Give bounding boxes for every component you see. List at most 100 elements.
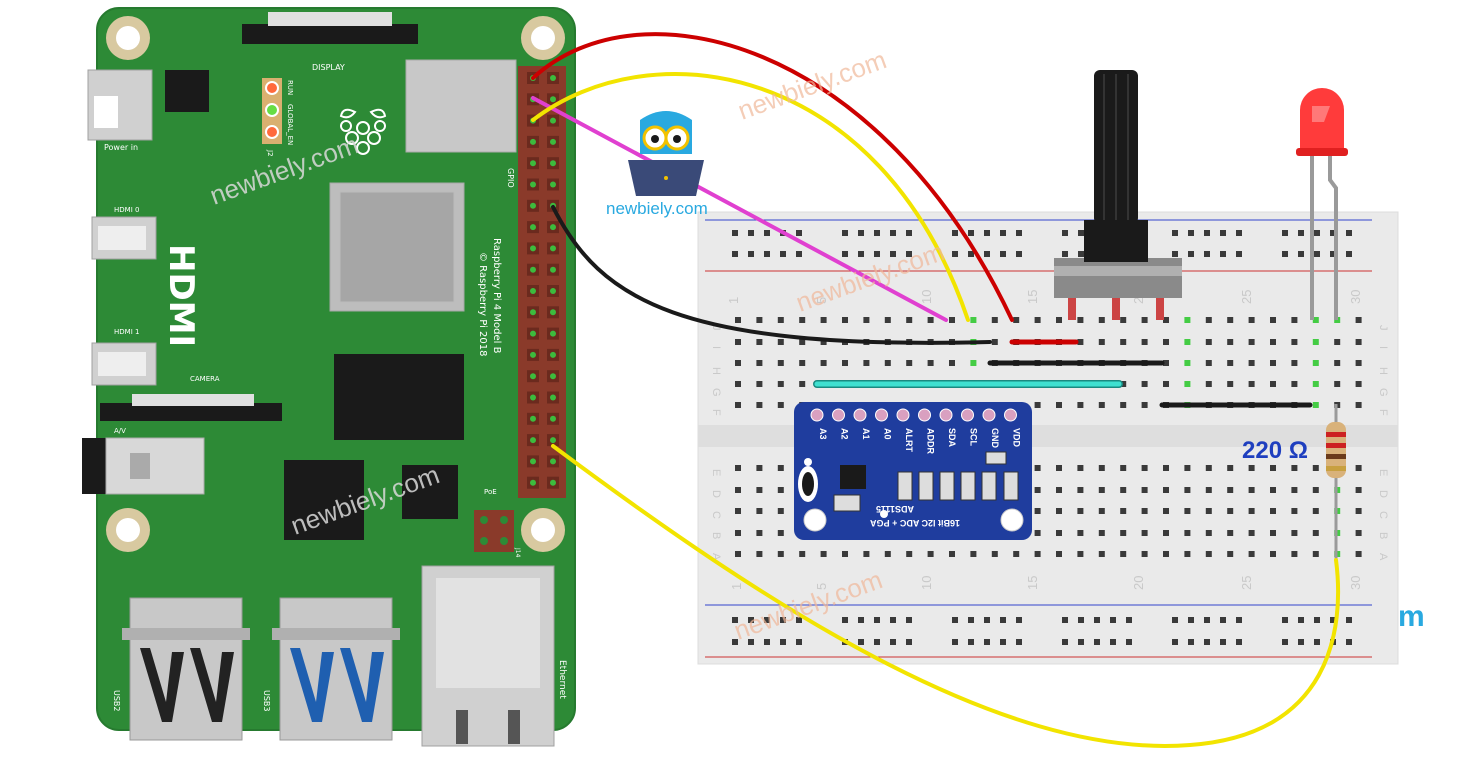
breadboard-hole (1184, 487, 1191, 493)
breadboard-hole (884, 317, 891, 323)
bb-row-i-right: I (1377, 346, 1389, 349)
red-led (1296, 88, 1348, 320)
breadboard-hole (927, 551, 934, 557)
breadboard-hole (991, 339, 998, 345)
breadboard-hole (863, 317, 870, 323)
bb-row-g-left: G (710, 388, 722, 397)
bb-top-num-1: 1 (726, 297, 741, 304)
breadboard-hole (1220, 230, 1226, 236)
breadboard-hole (1334, 381, 1341, 387)
breadboard-hole (1094, 617, 1100, 623)
breadboard-hole (1227, 487, 1234, 493)
black-wire (551, 205, 992, 345)
gpio-pin-dot (550, 394, 556, 401)
silk-av: A/V (114, 427, 126, 435)
gpio-pin-dot (530, 437, 536, 444)
breadboard-hole (1346, 617, 1352, 623)
breadboard-hole (1204, 617, 1210, 623)
breadboard-hole (1016, 639, 1022, 645)
breadboard-hole (777, 381, 784, 387)
breadboard-hole (1098, 530, 1105, 536)
breadboard-hole (1346, 639, 1352, 645)
breadboard-hole (1355, 402, 1362, 408)
ram-chip (334, 354, 464, 440)
breadboard-hole (1248, 508, 1255, 514)
breadboard-hole (1141, 487, 1148, 493)
breadboard-hole (764, 639, 770, 645)
adc-pin-hole (918, 408, 931, 422)
breadboard-hole (984, 251, 990, 257)
breadboard-hole (1227, 381, 1234, 387)
breadboard-hole (1184, 551, 1191, 557)
gpio-pin-dot (550, 479, 556, 486)
gpio-pin-dot (530, 224, 536, 231)
adc-pin-hole (853, 408, 867, 422)
breadboard-hole (1248, 551, 1255, 557)
silk-hdmi0: HDMI 0 (114, 206, 139, 214)
breadboard-hole (991, 551, 998, 557)
breadboard-hole (984, 617, 990, 623)
breadboard-hole (735, 508, 741, 514)
bb-row-j-left: J (710, 325, 722, 331)
poe-header (474, 510, 514, 552)
gpio-pin-dot (530, 479, 536, 486)
breadboard-hole (1078, 251, 1084, 257)
breadboard-hole (1205, 465, 1212, 471)
breadboard-hole (1270, 339, 1276, 345)
adc-pin-hole (939, 408, 953, 422)
gpio-pin-dot (550, 373, 556, 380)
breadboard-hole (1141, 402, 1148, 408)
bb-row-b-right: B (1377, 532, 1389, 539)
breadboard-hole (906, 230, 912, 236)
bb-row-a-left: A (710, 553, 722, 561)
breadboard-hole (1312, 465, 1319, 471)
breadboard-hole (1077, 508, 1084, 514)
breadboard-hole (927, 360, 934, 366)
breadboard-hole (1248, 465, 1255, 471)
yellow-wire-bottom (551, 444, 1341, 748)
breadboard-hole (1346, 251, 1352, 257)
gpio-pin-dot (550, 309, 556, 316)
breadboard-hole (1141, 465, 1148, 471)
breadboard-hole (1312, 508, 1319, 514)
breadboard-hole (1077, 487, 1084, 493)
raspberry-logo-icon (339, 108, 387, 155)
breadboard-hole (1205, 530, 1212, 536)
chip-small (165, 70, 209, 112)
bb-row-j-right: J (1377, 325, 1389, 331)
breadboard-hole (1312, 381, 1319, 387)
breadboard-hole (820, 317, 827, 323)
gpio-pin-dot (530, 458, 536, 465)
bb-bottom-num-15: 15 (1025, 576, 1040, 590)
breadboard-hole (1205, 487, 1212, 493)
breadboard-hole (1270, 317, 1276, 323)
breadboard-hole (1334, 339, 1341, 345)
breadboard-hole (1098, 487, 1105, 493)
adc-pin-label: A0 (883, 428, 893, 440)
breadboard-hole (1227, 465, 1234, 471)
breadboard-hole (732, 230, 738, 236)
breadboard-hole (1205, 381, 1212, 387)
breadboard-hole (1236, 230, 1242, 236)
silk-gpio: GPIO (506, 168, 515, 188)
breadboard-hole (820, 360, 827, 366)
breadboard-hole (1126, 617, 1132, 623)
breadboard-hole (1291, 360, 1298, 366)
gpio-pin-dot (550, 437, 556, 444)
breadboard-hole (1248, 381, 1255, 387)
silk-hdmi: HDMI (161, 244, 201, 347)
wires (531, 32, 1341, 748)
breadboard-hole (777, 551, 784, 557)
breadboard-hole (1163, 317, 1169, 323)
breadboard-hole (748, 230, 754, 236)
breadboard-hole (890, 230, 896, 236)
gpio-pin-dot (530, 138, 536, 145)
breadboard-hole (906, 617, 912, 623)
breadboard-hole (1034, 551, 1041, 557)
camera-connector (100, 394, 282, 421)
breadboard-hole (1034, 465, 1041, 471)
gpio-pin-dot (530, 202, 536, 209)
breadboard-hole (732, 639, 738, 645)
